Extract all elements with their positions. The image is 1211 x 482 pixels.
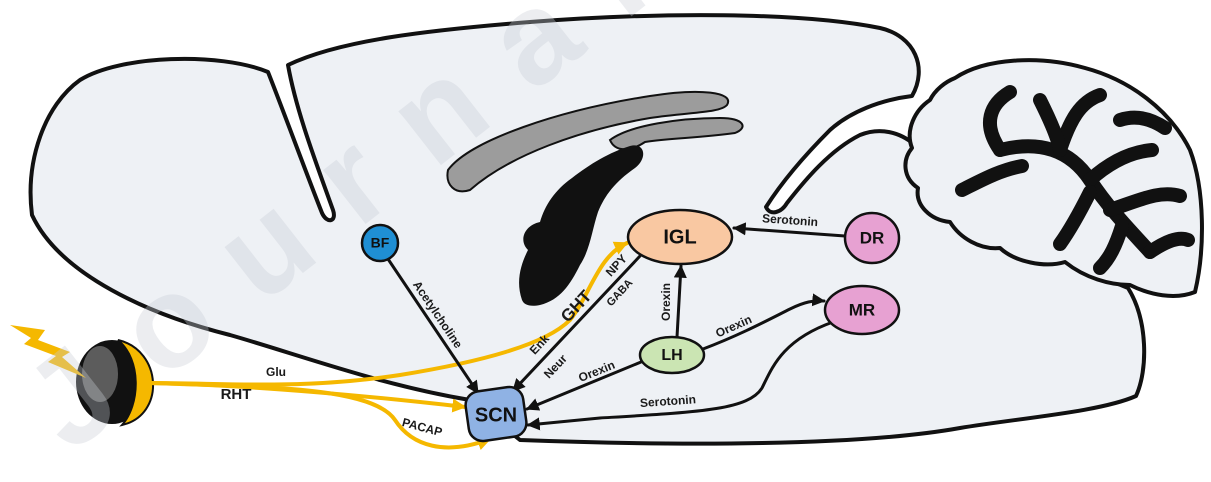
node-lh-label: LH <box>661 347 682 364</box>
node-mr: MR <box>825 286 899 334</box>
eye-icon <box>76 340 153 425</box>
node-dr-label: DR <box>860 228 885 247</box>
node-scn-label: SCN <box>475 404 517 426</box>
node-bf: BF <box>362 225 398 261</box>
node-scn: SCN <box>464 385 528 443</box>
node-bf-label: BF <box>371 235 390 251</box>
node-mr-label: MR <box>849 300 875 319</box>
node-igl: IGL <box>628 210 732 264</box>
node-igl-label: IGL <box>663 226 696 248</box>
label-rht: RHT <box>221 386 252 403</box>
light-bolt-icon <box>10 325 86 378</box>
label-glu: Glu <box>266 365 286 379</box>
node-dr: DR <box>845 213 899 263</box>
label-orexin-lh-igl: Orexin <box>659 283 673 321</box>
node-lh: LH <box>640 337 704 373</box>
